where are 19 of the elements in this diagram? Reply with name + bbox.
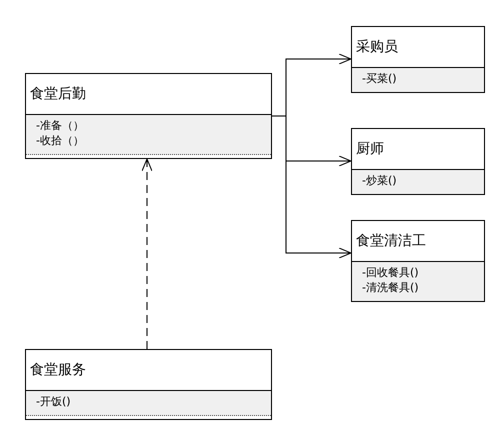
class-name: 食堂清洁工 [356, 232, 426, 250]
method-text: -回收餐具() [362, 265, 419, 280]
dashed-arrow [142, 158, 152, 350]
method-text: -开饭() [36, 394, 71, 409]
class-name: 厨师 [356, 140, 384, 158]
method-text: -买菜() [362, 71, 397, 86]
class-name: 食堂后勤 [30, 85, 86, 103]
class-name: 采购员 [356, 38, 398, 56]
class-box [351, 220, 485, 302]
class-box [351, 128, 485, 195]
method-text: -准备（） [36, 118, 84, 133]
class-box [25, 349, 272, 420]
class-box [25, 73, 272, 159]
method-text: -炒菜() [362, 173, 397, 188]
class-box [351, 26, 485, 93]
method-text: -收拾（） [36, 133, 84, 148]
arrow [272, 116, 352, 258]
class-name: 食堂服务 [30, 361, 86, 379]
method-text: -清洗餐具() [362, 280, 419, 295]
